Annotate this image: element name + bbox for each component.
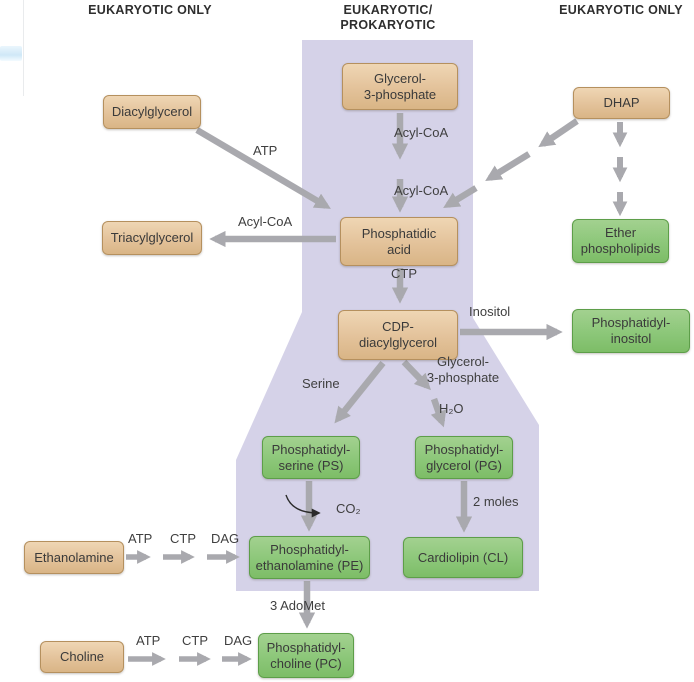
node-choline: Choline <box>40 641 124 673</box>
node-cardiolipin: Cardiolipin (CL) <box>403 537 523 578</box>
label-eth-dag: DAG <box>211 531 240 546</box>
label-serine: Serine <box>302 376 340 391</box>
column-header-center: EUKARYOTIC/ PROKARYOTIC <box>340 3 436 32</box>
label-inositol: Inositol <box>469 304 511 319</box>
scan-artifact-blue <box>0 46 22 61</box>
label-co2: CO₂ <box>336 501 361 516</box>
node-phosphatidyl-inositol: Phosphatidyl- inositol <box>572 309 690 353</box>
node-phosphatidyl-glycerol: Phosphatidyl- glycerol (PG) <box>415 436 513 479</box>
column-header-right: EUKARYOTIC ONLY <box>559 3 683 17</box>
node-ethanolamine: Ethanolamine <box>24 541 124 574</box>
node-ether-phospholipids: Ether phospholipids <box>572 219 669 263</box>
arrow-cdpdag-to-ps <box>334 360 386 424</box>
node-glycerol-3-phosphate: Glycerol- 3-phosphate <box>342 63 458 110</box>
label-acyl-coa-1: Acyl-CoA <box>394 125 449 140</box>
node-triacylglycerol: Triacylglycerol <box>102 221 202 255</box>
label-eth-atp: ATP <box>128 531 153 546</box>
arrow-dag-to-pa <box>195 127 331 209</box>
arrow-dhap-to-pa-multistep <box>443 118 579 208</box>
arrow-co2-release <box>285 494 321 518</box>
label-cho-dag: DAG <box>224 633 253 648</box>
scan-artifact-line <box>23 0 24 96</box>
node-phosphatidyl-choline: Phosphatidyl- choline (PC) <box>258 633 354 678</box>
arrow-cdpdag-to-pg-multistep <box>401 359 447 428</box>
node-dhap: DHAP <box>573 87 670 119</box>
label-h2o: H₂O <box>439 401 464 416</box>
label-acyl-coa-tag: Acyl-CoA <box>238 214 293 229</box>
node-phosphatidyl-ethanolamine: Phosphatidyl- ethanolamine (PE) <box>249 536 370 579</box>
label-two-moles: 2 moles <box>473 494 519 509</box>
label-cho-ctp: CTP <box>182 633 208 648</box>
node-phosphatidyl-serine: Phosphatidyl- serine (PS) <box>262 436 360 479</box>
column-header-left: EUKARYOTIC ONLY <box>88 3 212 17</box>
label-acyl-coa-2: Acyl-CoA <box>394 183 449 198</box>
label-ctp: CTP <box>391 266 417 281</box>
node-phosphatidic-acid: Phosphatidic acid <box>340 217 458 266</box>
label-eth-ctp: CTP <box>170 531 196 546</box>
label-glycerol-3-phosphate-branch: Glycerol- 3-phosphate <box>426 354 500 385</box>
pathway-arrows <box>126 113 628 666</box>
label-atp: ATP <box>253 143 278 158</box>
node-cdp-diacylglycerol: CDP- diacylglycerol <box>338 310 458 360</box>
node-diacylglycerol: Diacylglycerol <box>103 95 201 129</box>
label-cho-atp: ATP <box>136 633 161 648</box>
label-three-adomet: 3 AdoMet <box>270 598 325 613</box>
